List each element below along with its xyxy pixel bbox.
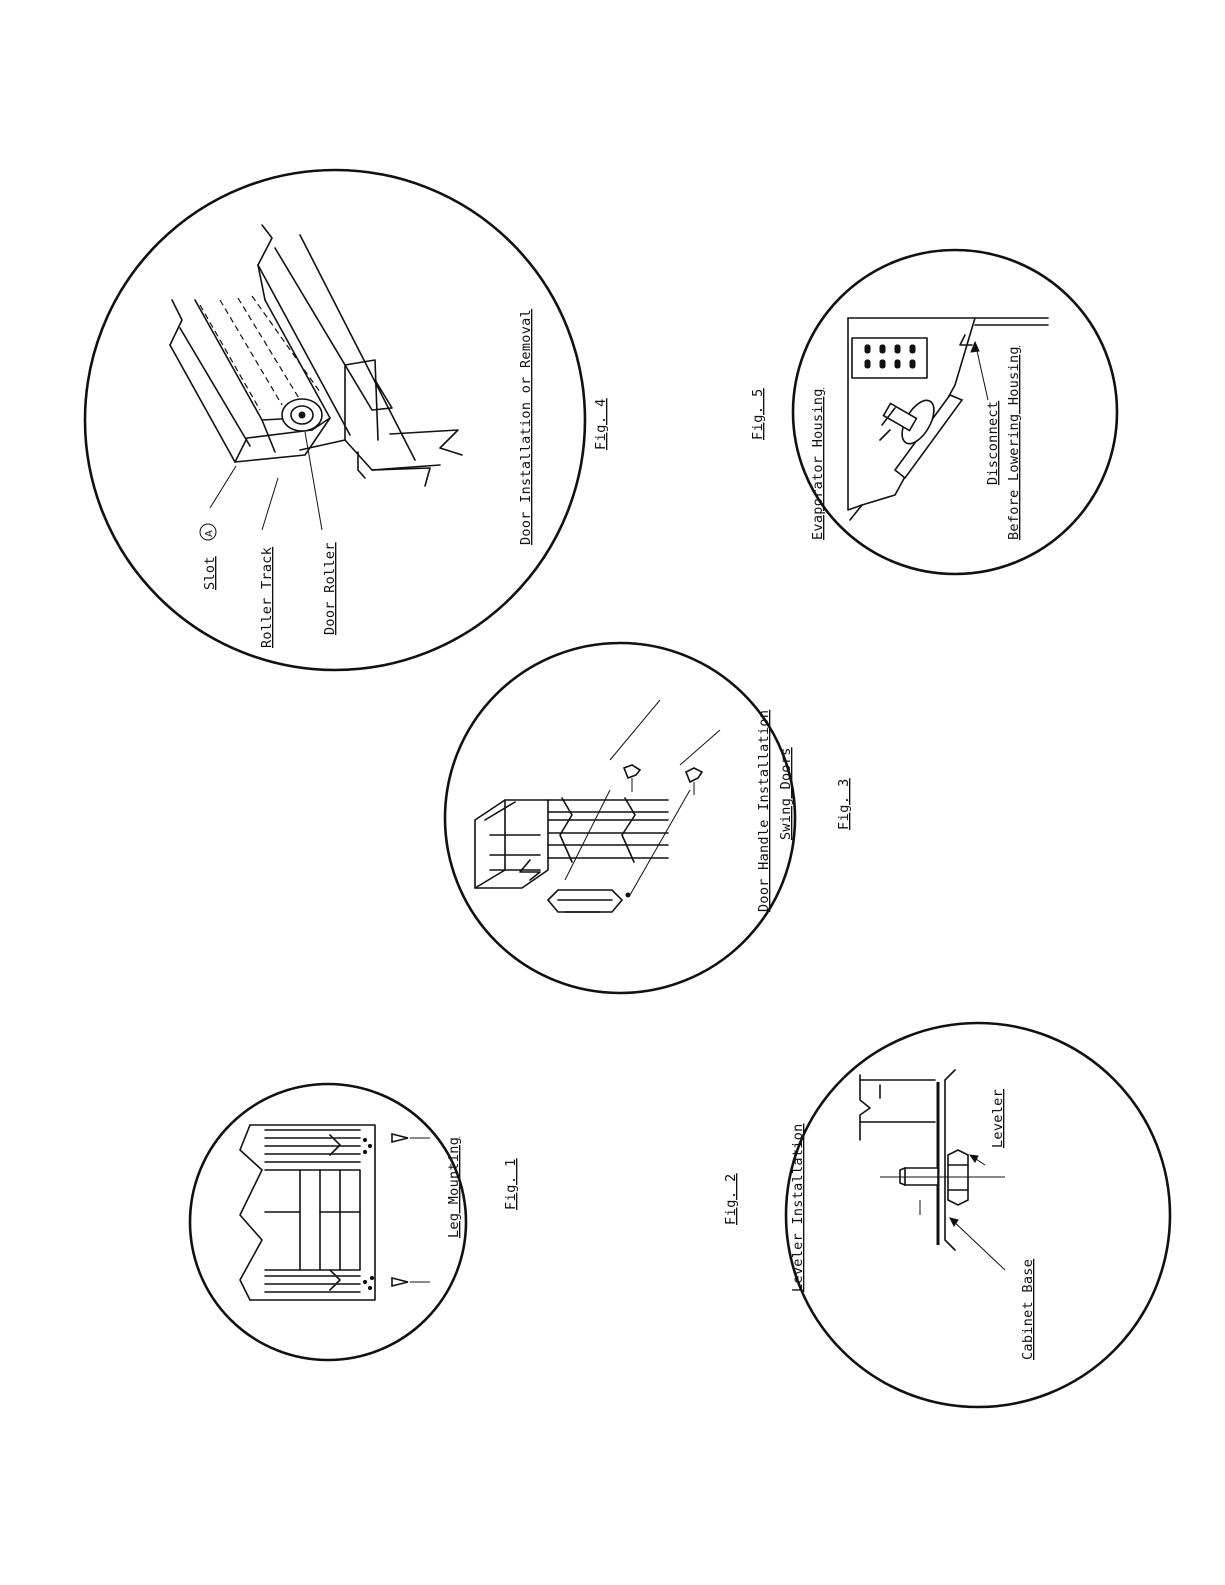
fig2-callout-cabinet-base: Cabinet Base — [1020, 1259, 1036, 1360]
fig5-group: Evaporator Housing Disconnect Before Low… — [750, 250, 1117, 574]
fig3-circle — [445, 643, 795, 993]
fig4-drawing — [170, 225, 462, 530]
fig2-label: Fig. 2 — [723, 1173, 739, 1225]
fig5-callout-line2: Before Lowering Housing — [1006, 346, 1022, 540]
fig5-label: Fig. 5 — [750, 388, 766, 440]
fig3-title-line1: Door Handle Installation — [756, 710, 772, 912]
fig4-group: Slot A Roller Track Door Roller Door Ins… — [85, 170, 609, 670]
fig3-title-line2: Swing Doors — [778, 747, 794, 840]
fig2-drawing — [860, 1070, 1005, 1270]
fig4-slot-marker: A — [204, 530, 215, 537]
fig5-title: Evaporator Housing — [810, 388, 826, 540]
fig5-callout-line1: Disconnect — [985, 401, 1001, 485]
fig4-callout-slot: Slot — [202, 556, 218, 590]
fig1-label: Fig. 1 — [503, 1158, 519, 1210]
fig4-label: Fig. 4 — [593, 398, 609, 450]
fig4-callout-door-roller: Door Roller — [322, 542, 338, 635]
fig1-group: Leg Mounting Fig. 1 — [190, 1084, 519, 1360]
fig1-drawing — [240, 1125, 430, 1300]
fig3-label: Fig. 3 — [836, 778, 852, 830]
fig1-title: Leg Mounting — [446, 1137, 462, 1238]
fig2-group: Leveler Installation Leveler Cabinet Bas… — [723, 1023, 1170, 1407]
fig4-title: Door Installation or Removal — [518, 309, 534, 545]
fig3-group: Door Handle Installation Swing Doors Fig… — [445, 643, 852, 993]
fig4-callout-roller-track: Roller Track — [259, 547, 275, 648]
fig2-callout-leveler: Leveler — [990, 1089, 1006, 1148]
fig2-circle — [786, 1023, 1170, 1407]
fig3-drawing — [475, 700, 720, 912]
fig5-circle — [793, 250, 1117, 574]
fig2-title: Leveler Installation — [790, 1123, 806, 1292]
